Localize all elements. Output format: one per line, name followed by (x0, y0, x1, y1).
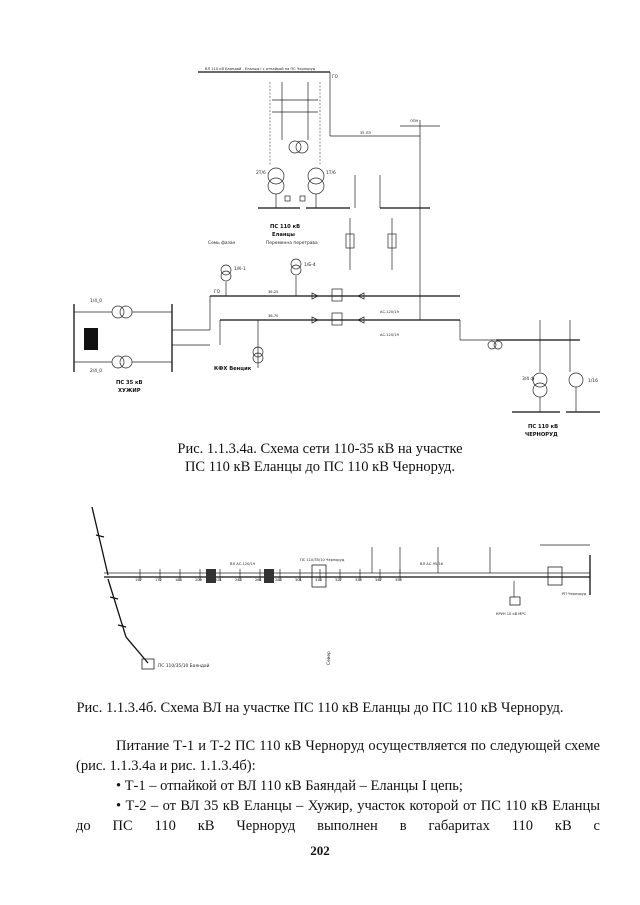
ps35-name: ХУЖИР (118, 388, 141, 394)
line-code-2: 36-70 (268, 314, 279, 318)
tick-13: 359 (395, 578, 403, 582)
label-mid2: ВЛ АС-95/16 (420, 562, 444, 566)
label-mid1: ВЛ АС-120/19 (230, 562, 256, 566)
tick-8: 301 (295, 578, 302, 582)
tick-6: 261 (255, 578, 262, 582)
bullet-1: • Т-1 – отпайкой от ВЛ 110 кВ Баяндай – … (116, 778, 463, 794)
substation-elantsy-name: Еланцы (272, 232, 295, 238)
tick-0: 157 (135, 578, 142, 582)
tick-9: 318 (315, 578, 323, 582)
tick-5: 243 (235, 578, 242, 582)
overhead-line-diagram: ПС 110/35/10 Баяндай 157 172 184 209 221… (91, 506, 591, 670)
tick-10: 327 (335, 578, 342, 582)
tick-1: 172 (155, 578, 162, 582)
caption-b: Рис. 1.1.3.4б. Схема ВЛ на участке ПС 11… (76, 700, 564, 716)
label-end: РП Черноруд (562, 592, 587, 596)
line-code-4: АС-120/19 (380, 333, 400, 337)
tr4-label: 1/16 (588, 378, 598, 384)
tick-11: 339 (355, 578, 363, 582)
label-top-substation: ПС 110/35/10 Черноруд (300, 558, 345, 562)
tick-marks (139, 569, 401, 581)
ps35-title: ПС 35 кВ (116, 380, 143, 386)
tick-4: 221 (215, 578, 222, 582)
caption-a-line2: ПС 110 кВ Еланцы до ПС 110 кВ Черноруд. (184, 459, 456, 475)
ks2-label: 1/Б-4 (304, 262, 316, 268)
tm1-label: 1/4_0 (90, 298, 102, 304)
top-line-label: ВЛ 110 кВ Баяндай - Еланцы I с отпайкой … (205, 67, 316, 71)
ps-chernorud-title: ПС 110 кВ (528, 424, 558, 430)
tr3-label: 3/4 ф (522, 376, 534, 382)
label-left-substation: ПС 110/35/10 Баяндай (158, 662, 210, 669)
fiber-label: Семь фазан (208, 240, 236, 246)
kfx-label: КФХ Венцик (214, 366, 252, 372)
caption-a-line1: Рис. 1.1.3.4а. Схема сети 110-35 кВ на у… (177, 441, 463, 457)
ps-chernorud-name: ЧЕРНОРУД (525, 432, 558, 438)
label-end2: КРУН 10 кВ МРС (496, 612, 527, 616)
svg-text:ОПН: ОПН (410, 119, 419, 123)
transit-label: Переменна перетрава (266, 240, 318, 246)
tick-2: 184 (175, 578, 183, 582)
tick-7: 283 (275, 578, 282, 582)
substation-elantsy-title: ПС 110 кВ (270, 224, 300, 230)
ks1-label: 1/К-1 (234, 266, 246, 272)
tm2-label: 2/4_0 (90, 368, 102, 374)
paragraph-1: Питание Т-1 и Т-2 ПС 110 кВ Черноруд осу… (76, 738, 600, 774)
tick-3: 209 (195, 578, 203, 582)
go-label-mid: ГО (214, 289, 221, 295)
line-code-1: 36-25 (268, 290, 278, 294)
go-label-top: ГО (332, 74, 339, 80)
page-number: 202 (310, 843, 330, 858)
transformer-t1-label: 1Т/6 (326, 170, 336, 176)
svg-text:35 ЛЭ: 35 ЛЭ (360, 131, 371, 135)
tick-12: 347 (375, 578, 382, 582)
bullet-2: • Т-2 – от ВЛ 35 кВ Еланцы – Хужир, учас… (76, 798, 600, 834)
line-code-3: АС-120/19 (380, 310, 400, 314)
north-label: Север (326, 651, 332, 665)
network-diagram-110-35kv: ВЛ 110 кВ Баяндай - Еланцы I с отпайкой … (73, 67, 600, 438)
transformer-t2-label: 2Т/6 (256, 170, 266, 176)
